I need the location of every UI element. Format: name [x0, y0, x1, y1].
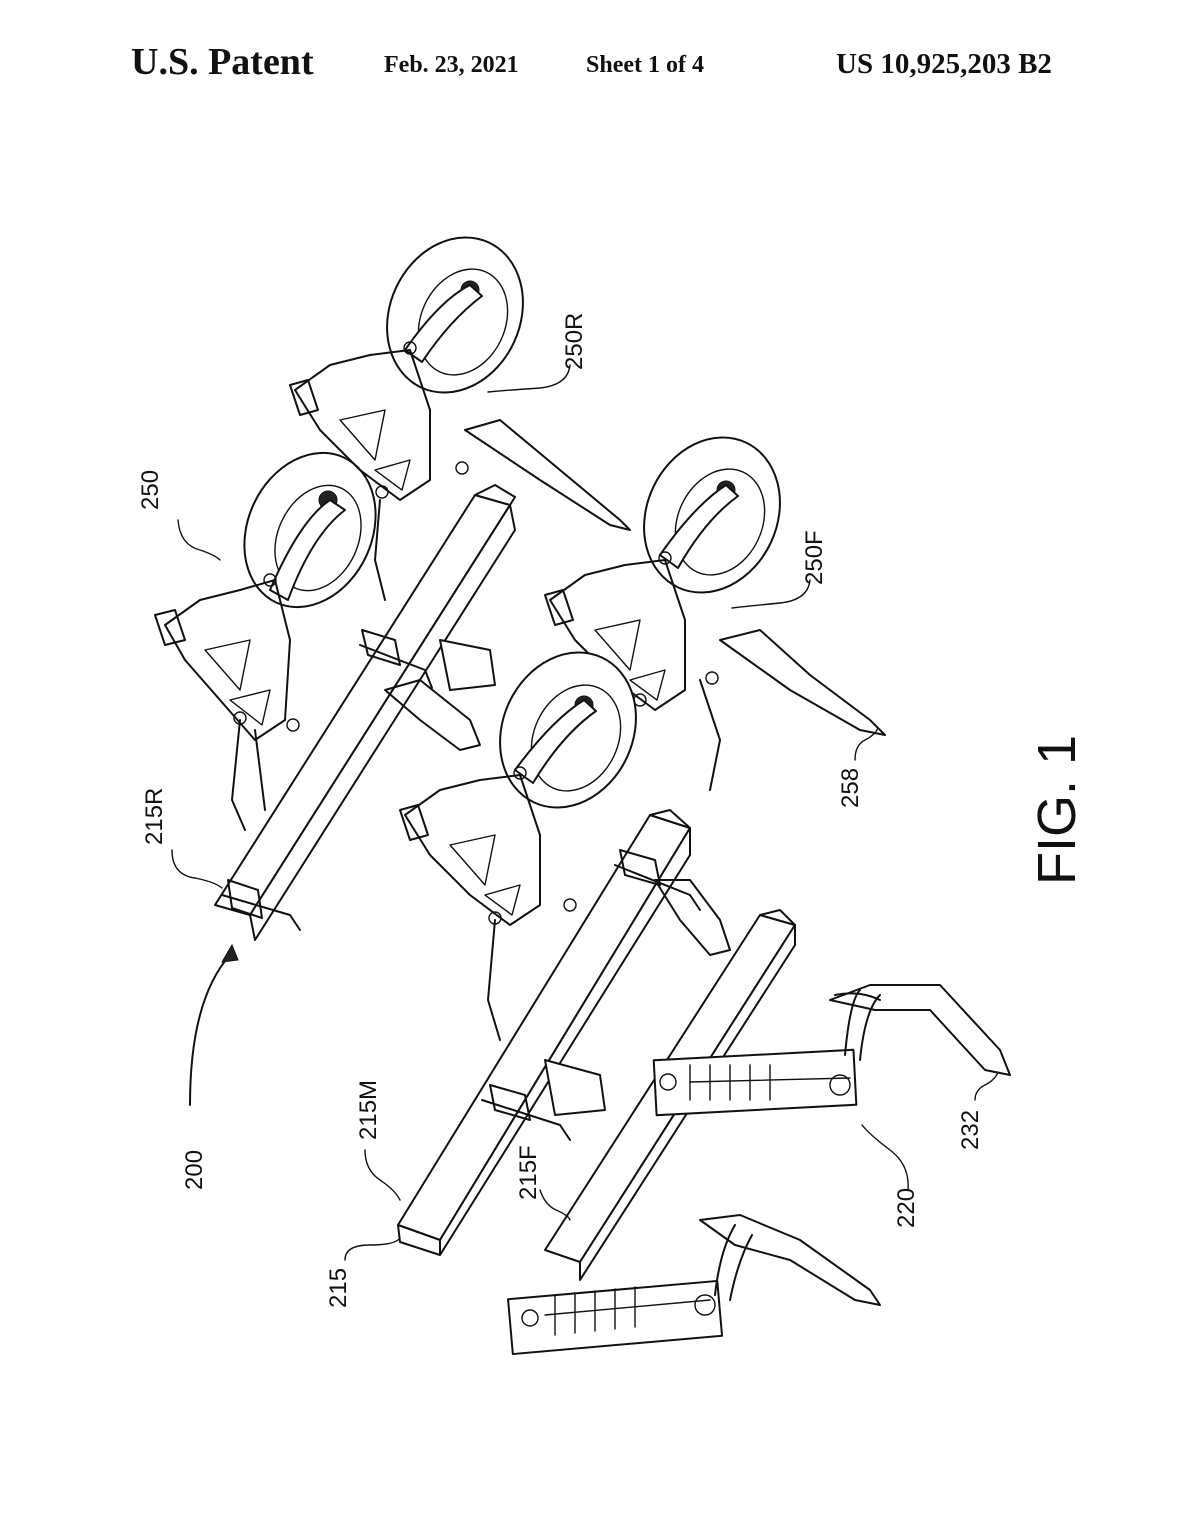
- label-250R: 250R: [561, 313, 588, 370]
- leader-215F: [539, 1189, 571, 1221]
- rear-row-unit-250F: [544, 436, 886, 791]
- leader-220: [861, 1124, 909, 1191]
- leader-258: [854, 727, 879, 761]
- label-250: 250: [137, 470, 164, 510]
- label-215F: 215F: [515, 1145, 542, 1200]
- reference-labels: 200 215 215M 215F 215R 250 250R 250F 258…: [137, 313, 1087, 1308]
- page-header: U.S. Patent Feb. 23, 2021 Sheet 1 of 4 U…: [0, 36, 1200, 96]
- leader-232: [974, 1071, 999, 1101]
- patent-title: U.S. Patent: [131, 41, 314, 83]
- middle-toolbar-215M: [397, 809, 701, 1256]
- sheet-number: Sheet 1 of 4: [586, 52, 704, 78]
- label-220: 220: [893, 1188, 920, 1228]
- patent-number: US 10,925,203 B2: [836, 48, 1052, 80]
- rear-row-unit-250R: [289, 236, 631, 601]
- label-200: 200: [181, 1150, 208, 1190]
- front-row-unit-220: [652, 984, 1011, 1117]
- figure-caption: FIG. 1: [1027, 735, 1087, 885]
- middle-row-unit: [399, 651, 731, 1116]
- label-250F: 250F: [801, 530, 828, 585]
- leader-215R: [171, 849, 223, 889]
- leader-215: [344, 1237, 401, 1261]
- label-258: 258: [837, 768, 864, 808]
- rear-row-unit-250: [154, 451, 496, 831]
- label-232: 232: [957, 1110, 984, 1150]
- label-215: 215: [325, 1268, 352, 1308]
- leader-200: [189, 954, 231, 1106]
- label-215R: 215R: [141, 788, 168, 845]
- leader-250F: [731, 579, 811, 609]
- label-215M: 215M: [355, 1080, 382, 1140]
- rear-toolbar-215R: [214, 484, 516, 941]
- front-row-unit-left: [507, 1214, 881, 1356]
- arrow-200: [221, 943, 239, 963]
- patent-date: Feb. 23, 2021: [384, 52, 519, 78]
- leader-215M: [364, 1149, 401, 1201]
- leader-250R: [487, 364, 571, 393]
- leader-250: [177, 519, 221, 561]
